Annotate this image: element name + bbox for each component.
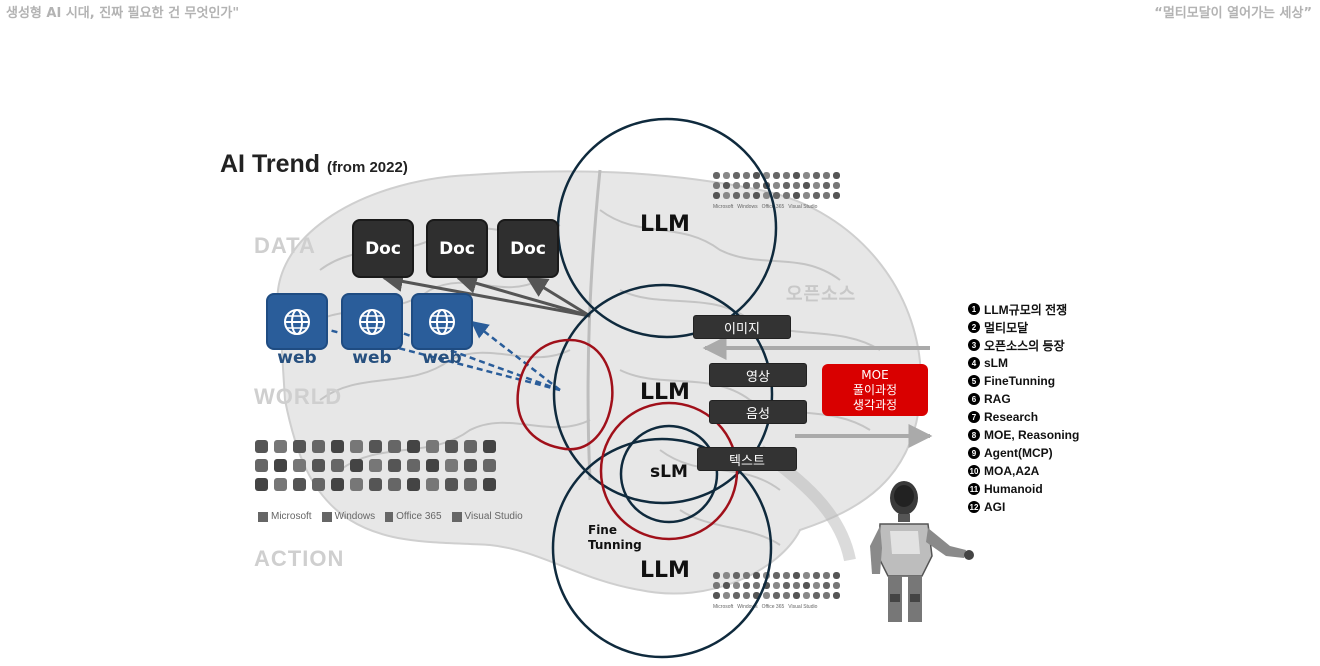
office-logo-icon — [385, 511, 394, 522]
humanoid-robot-image — [870, 481, 974, 622]
web-label-2: web — [352, 348, 392, 368]
modality-text: 텍스트 — [697, 447, 797, 471]
ms-app-icons-top-right — [713, 172, 840, 199]
arrow-doc-1 — [381, 271, 591, 318]
web-label-3: web — [422, 348, 462, 368]
modality-video: 영상 — [709, 363, 807, 387]
arrow-doc-3 — [526, 276, 591, 318]
header-left-title: 생성형 AI 시대, 진짜 필요한 건 무엇인가" — [6, 6, 240, 21]
header-right-title: “멀티모달이 열어가는 세상” — [1154, 6, 1312, 21]
web-box-3 — [411, 293, 473, 350]
windows-logo-icon — [321, 511, 332, 522]
red-blob-left — [516, 338, 614, 451]
ms-app-icons-left — [255, 440, 496, 491]
llm-label-top: LLM — [640, 212, 690, 237]
arrow-web-2 — [370, 319, 561, 392]
llm-label-bottom: LLM — [640, 558, 690, 583]
moe-box: MOE 풀이과정 생각과정 — [822, 364, 928, 416]
ms-app-icons-bottom-right — [713, 572, 840, 599]
brand-windows: Windows — [321, 511, 375, 522]
globe-icon — [429, 308, 455, 335]
opensource-label: 오픈소스 — [786, 284, 857, 304]
globe-icon — [284, 308, 310, 335]
page-title: AI Trend (from 2022) — [220, 150, 408, 179]
brand-office: Office 365 — [385, 511, 442, 522]
doc-box-3: Doc — [497, 219, 559, 278]
llm-label-middle: LLM — [640, 380, 690, 405]
data-label: DATA — [254, 233, 316, 258]
web-label-1: web — [277, 348, 317, 368]
red-circle-slm — [599, 401, 739, 541]
ms-brand-row-left: Microsoft Windows Office 365 Visual Stud… — [258, 511, 523, 522]
brand-microsoft: Microsoft — [258, 511, 312, 522]
microsoft-logo-icon — [258, 511, 268, 522]
fine-tunning-label: Fine Tunning — [588, 523, 642, 552]
arrow-doc-2 — [455, 273, 591, 318]
doc-box-2: Doc — [426, 219, 488, 278]
moe-line-1: MOE — [861, 367, 889, 382]
title-main: AI Trend — [220, 150, 321, 178]
world-label: WORLD — [254, 384, 343, 409]
brand-visualstudio: Visual Studio — [451, 511, 523, 522]
doc-box-1: Doc — [352, 219, 414, 278]
globe-icon — [359, 308, 385, 335]
llm-circle-bottom — [551, 437, 773, 659]
modality-audio: 음성 — [709, 400, 807, 424]
web-box-2 — [341, 293, 403, 350]
modality-image: 이미지 — [693, 315, 791, 339]
moe-line-2: 풀이과정 — [852, 382, 898, 397]
slm-label: sLM — [650, 462, 688, 482]
web-box-1 — [266, 293, 328, 350]
slm-circle — [619, 424, 719, 524]
action-label: ACTION — [254, 546, 345, 571]
llm-circle-middle — [552, 283, 774, 505]
visualstudio-logo-icon — [451, 511, 462, 522]
title-sub: (from 2022) — [326, 159, 408, 176]
arrow-web-3 — [470, 320, 561, 391]
moe-line-3: 생각과정 — [852, 397, 898, 412]
